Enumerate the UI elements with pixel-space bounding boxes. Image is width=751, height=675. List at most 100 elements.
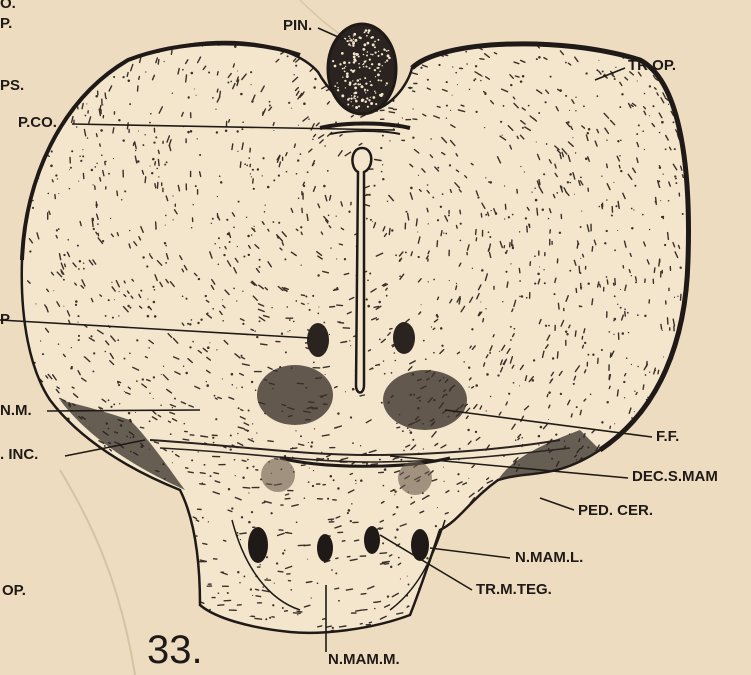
fiber-dash <box>346 589 352 590</box>
stipple-dot <box>465 51 467 53</box>
stipple-dot <box>118 491 120 493</box>
stipple-dot <box>439 48 441 50</box>
pineal-dot <box>364 49 366 51</box>
stipple-dot <box>550 76 552 78</box>
stipple-dot <box>105 351 107 353</box>
stipple-dot <box>580 176 582 178</box>
stipple-dot <box>522 127 524 129</box>
stipple-dot <box>548 325 550 327</box>
stipple-dot <box>606 276 608 278</box>
stipple-dot <box>237 246 238 247</box>
pineal-dot <box>370 102 373 105</box>
stipple-dot <box>292 447 293 448</box>
fiber-dash <box>291 448 297 449</box>
fiber-dash <box>158 160 159 166</box>
stipple-dot <box>488 231 490 233</box>
stipple-dot <box>54 97 56 99</box>
stipple-dot <box>518 492 520 494</box>
label-p-mid: P <box>0 312 10 327</box>
fiber-dash <box>637 441 641 446</box>
stipple-dot <box>317 583 319 585</box>
stipple-dot <box>287 532 288 533</box>
stipple-dot <box>129 103 131 105</box>
stipple-dot <box>250 616 251 617</box>
stipple-dot <box>255 389 257 391</box>
stipple-dot <box>153 301 156 304</box>
stipple-dot <box>252 423 253 424</box>
fiber-dash <box>393 514 395 515</box>
stipple-dot <box>648 591 650 593</box>
fiber-dash <box>557 352 558 358</box>
stipple-dot <box>366 298 368 300</box>
stipple-dot <box>538 112 540 114</box>
stipple-dot <box>90 570 92 572</box>
stipple-dot <box>605 465 607 467</box>
stipple-dot <box>105 161 107 163</box>
stipple-dot <box>475 65 477 67</box>
stipple-dot <box>310 445 312 447</box>
stipple-dot <box>512 497 514 499</box>
stipple-dot <box>431 326 432 327</box>
stipple-dot <box>70 483 72 485</box>
stipple-dot <box>149 253 151 255</box>
stipple-dot <box>78 435 79 436</box>
stipple-dot <box>575 97 576 98</box>
label-pineal: PIN. <box>283 18 312 33</box>
stipple-dot <box>237 571 239 573</box>
stipple-dot <box>152 158 155 161</box>
pineal-dot <box>379 71 381 73</box>
stipple-dot <box>37 61 38 62</box>
stipple-dot <box>617 140 619 142</box>
stipple-dot <box>124 190 126 192</box>
fiber-dash <box>63 567 70 569</box>
fiber-dash <box>679 491 681 493</box>
pineal-dot <box>367 106 369 108</box>
stipple-dot <box>265 618 267 620</box>
stipple-dot <box>502 481 503 482</box>
stipple-dot <box>383 360 384 361</box>
stipple-dot <box>367 305 370 308</box>
pineal-dot <box>348 43 350 45</box>
stipple-dot <box>384 468 387 471</box>
fiber-dash <box>657 518 660 522</box>
fiber-dash <box>89 477 91 479</box>
stipple-dot <box>411 497 413 499</box>
stipple-dot <box>491 101 492 102</box>
stipple-dot <box>158 176 159 177</box>
fiber-dash <box>89 591 94 593</box>
stipple-dot <box>487 608 489 610</box>
stipple-dot <box>96 163 97 164</box>
pineal-dot <box>353 97 355 99</box>
fiber-dash <box>307 214 308 219</box>
stipple-dot <box>372 367 374 369</box>
fiber-dash <box>241 410 243 411</box>
stipple-dot <box>248 254 250 256</box>
fiber-dash <box>636 277 637 281</box>
stipple-dot <box>262 175 263 176</box>
stipple-dot <box>116 474 118 476</box>
fiber-dash <box>111 554 117 555</box>
label-posterior-commissure: P.CO. <box>18 115 57 130</box>
fiber-dash <box>255 618 262 619</box>
pineal-dot <box>341 52 344 55</box>
fiber-dash <box>483 607 485 608</box>
stipple-dot <box>625 552 626 553</box>
stipple-dot <box>412 137 414 139</box>
stipple-dot <box>337 487 339 489</box>
stipple-dot <box>432 614 433 615</box>
pineal-dot <box>349 81 352 84</box>
stipple-dot <box>251 438 252 439</box>
stipple-dot <box>448 214 450 216</box>
stipple-dot <box>149 420 151 422</box>
stipple-dot <box>513 382 515 384</box>
stipple-dot <box>417 45 419 47</box>
stipple-dot <box>205 295 207 297</box>
stipple-dot <box>601 349 603 351</box>
stipple-dot <box>71 150 73 152</box>
pineal-dot <box>388 50 390 52</box>
stipple-dot <box>553 293 555 295</box>
stipple-dot <box>313 470 314 471</box>
fiber-dash <box>38 473 40 475</box>
stipple-dot <box>666 583 667 584</box>
stipple-dot <box>37 441 39 443</box>
